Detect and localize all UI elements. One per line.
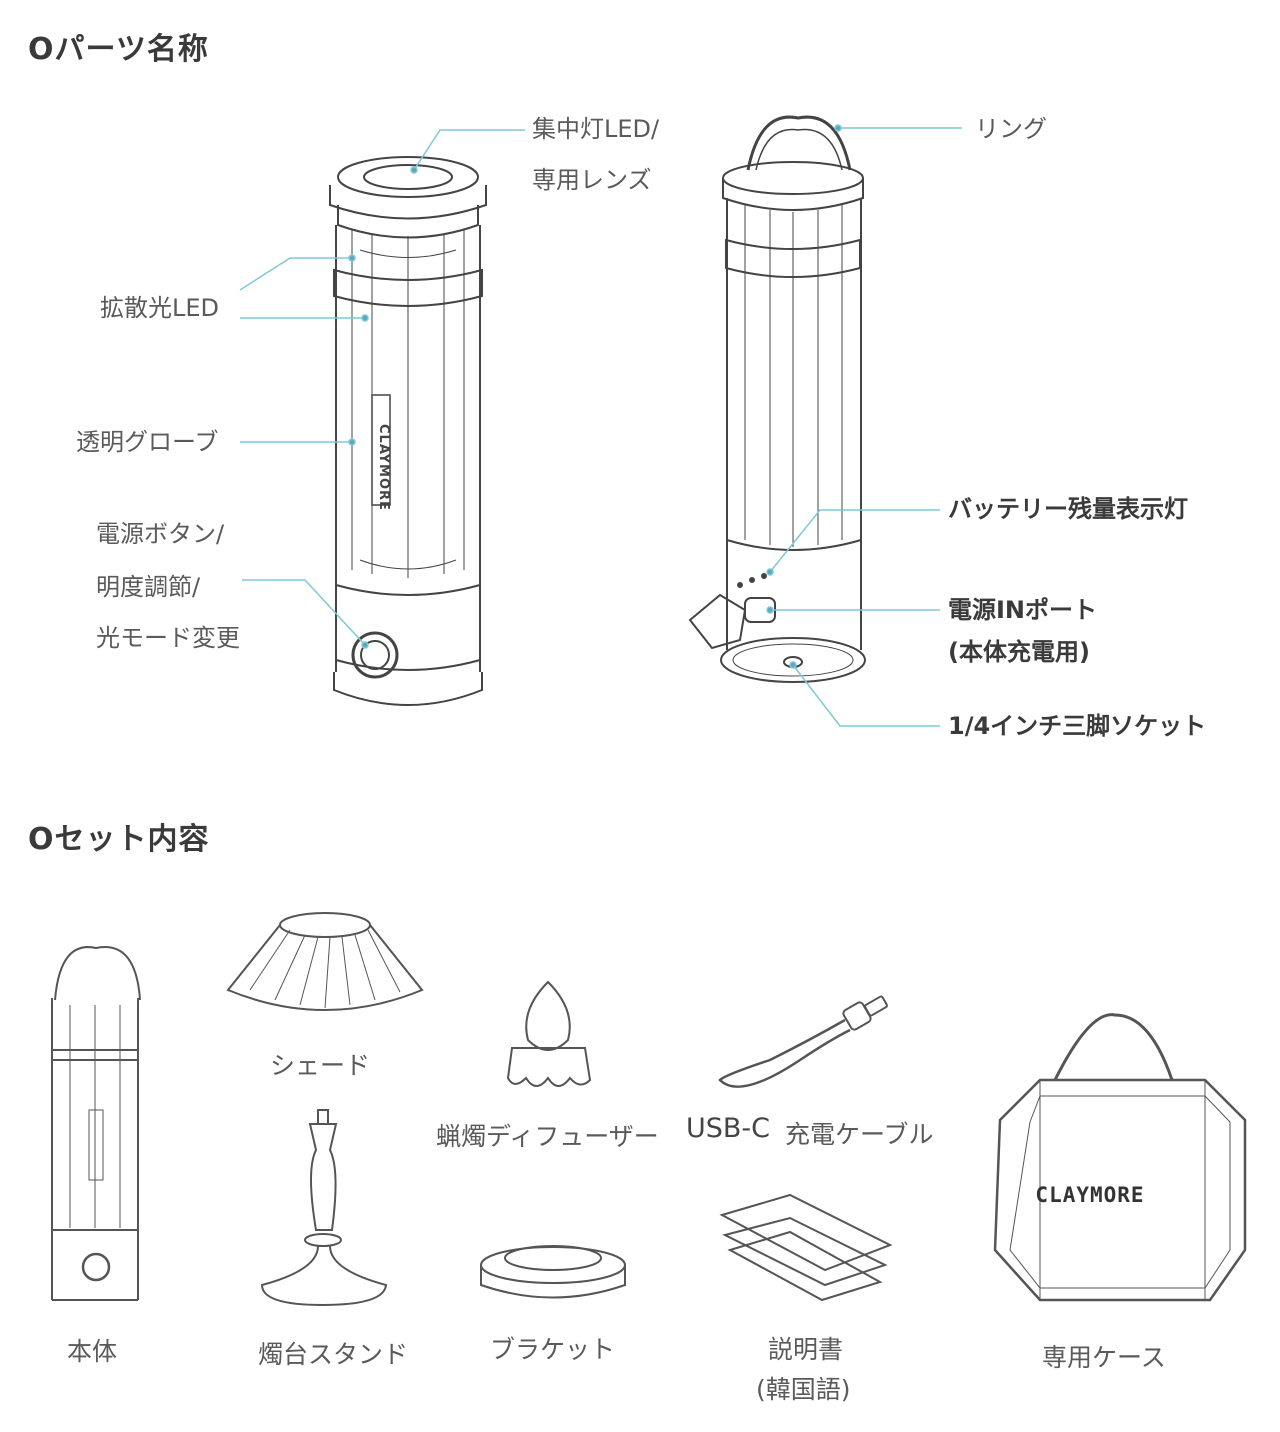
manual-illustration: [719, 1193, 893, 1302]
caption-usb-cable-type: USB-C: [686, 1113, 771, 1144]
label-globe: 透明グローブ: [76, 428, 219, 456]
leader-lines: [239, 124, 962, 727]
back-lantern-illustration: [688, 115, 866, 683]
caption-manual-language: (韓国語): [756, 1375, 851, 1404]
label-spot-led: 集中灯LED/: [532, 115, 660, 143]
caption-case: 専用ケース: [1042, 1343, 1166, 1372]
case-logo-icon: CLAYMORE: [1035, 1183, 1145, 1207]
caption-shade: シェード: [270, 1051, 371, 1080]
label-power-in-note: (本体充電用): [948, 638, 1090, 666]
candle-stand-illustration: [260, 1109, 388, 1307]
caption-candle-diffuser: 蝋燭ディフューザー: [436, 1122, 659, 1151]
label-brightness: 明度調節/: [96, 573, 201, 601]
shade-illustration: [226, 912, 424, 1011]
label-power-button: 電源ボタン/: [96, 520, 225, 548]
label-diffuse-led: 拡散光LED: [100, 294, 220, 322]
caption-bracket: ブラケット: [490, 1335, 616, 1364]
caption-candle-stand: 燭台スタンド: [258, 1340, 409, 1369]
candle-diffuser-illustration: [506, 980, 592, 1087]
caption-manual: 説明書: [768, 1335, 844, 1364]
label-spot-lens: 専用レンズ: [532, 166, 652, 194]
label-tripod-socket: 1/4インチ三脚ソケット: [948, 712, 1207, 740]
usb-cable-illustration: [718, 995, 888, 1088]
parts-heading: Oパーツ名称: [28, 32, 209, 67]
caption-usb-cable-suffix: 充電ケーブル: [785, 1120, 934, 1149]
case-illustration: [993, 1013, 1247, 1302]
front-lantern-illustration: [329, 156, 487, 706]
label-light-mode: 光モード変更: [96, 624, 240, 652]
label-power-in-port: 電源INポート: [948, 596, 1098, 624]
bracket-illustration: [480, 1245, 626, 1299]
label-battery-indicator: バッテリー残量表示灯: [948, 495, 1188, 523]
label-ring: リング: [975, 115, 1047, 143]
set-body-illustration: [51, 946, 141, 1301]
front-logo-icon: CLAYMORE: [376, 424, 391, 511]
caption-body: 本体: [67, 1337, 118, 1366]
set-heading: Oセット内容: [28, 822, 210, 857]
